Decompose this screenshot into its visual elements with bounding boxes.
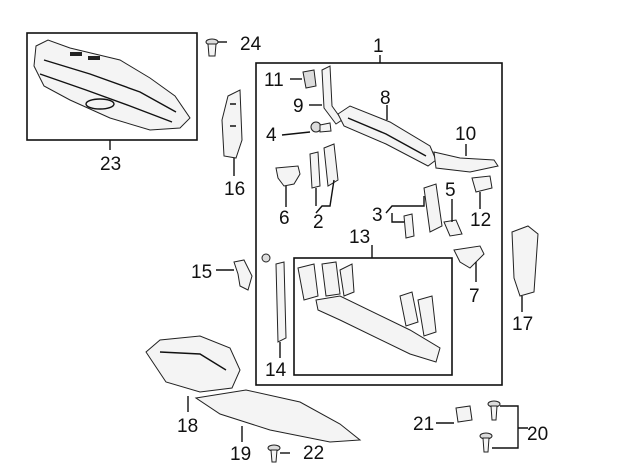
sub-assembly-box-13 [293, 257, 453, 376]
callout-2: 2 [313, 212, 324, 233]
part-14-vertical-support [261, 253, 287, 343]
callout-23: 23 [100, 154, 121, 175]
callout-4: 4 [266, 125, 277, 146]
part-23-engine-undercover [33, 39, 191, 131]
callout-15: 15 [191, 262, 212, 283]
part-20-bolts [479, 400, 501, 453]
callout-19: 19 [230, 444, 251, 465]
callout-12: 12 [470, 210, 491, 231]
part-5-bracket [443, 219, 463, 237]
part-12-bracket [471, 175, 493, 193]
inset-box-23 [26, 32, 198, 141]
callout-6: 6 [279, 208, 290, 229]
callout-21: 21 [413, 414, 434, 435]
part-10-brace [433, 151, 499, 173]
part-13-lower-support-assembly [297, 261, 441, 363]
main-assembly-box [255, 62, 503, 386]
callout-8: 8 [380, 88, 391, 109]
part-22-clip [267, 444, 281, 463]
callout-3: 3 [372, 205, 383, 226]
callout-7: 7 [469, 286, 480, 307]
callout-1: 1 [373, 36, 384, 57]
part-2-side-supports [309, 143, 339, 189]
part-7-guide [453, 245, 485, 269]
part-6-bracket [275, 165, 301, 187]
part-19-rear-undercover [194, 389, 362, 443]
part-21-nut [455, 405, 473, 423]
callout-5: 5 [445, 180, 456, 201]
part-11-bracket [302, 69, 317, 89]
part-16-side-deflector [221, 89, 243, 159]
callout-13: 13 [349, 227, 370, 248]
callout-22: 22 [303, 443, 324, 464]
callout-10: 10 [455, 124, 476, 145]
callout-14: 14 [265, 360, 287, 381]
part-4-bolt [310, 121, 332, 133]
callout-17: 17 [512, 314, 533, 335]
callout-20: 20 [527, 424, 548, 445]
part-15-duct [233, 259, 253, 291]
part-24-clip [205, 38, 219, 57]
callout-9: 9 [293, 96, 304, 117]
leader-lines [109, 41, 528, 454]
callout-16: 16 [224, 179, 245, 200]
part-17-side-shield [511, 225, 539, 297]
callout-24: 24 [240, 34, 262, 55]
part-8-detail-line [347, 117, 427, 157]
part-3-brackets [403, 183, 443, 239]
callout-11: 11 [264, 70, 284, 91]
callout-18: 18 [177, 416, 198, 437]
part-18-front-undercover [145, 335, 241, 393]
